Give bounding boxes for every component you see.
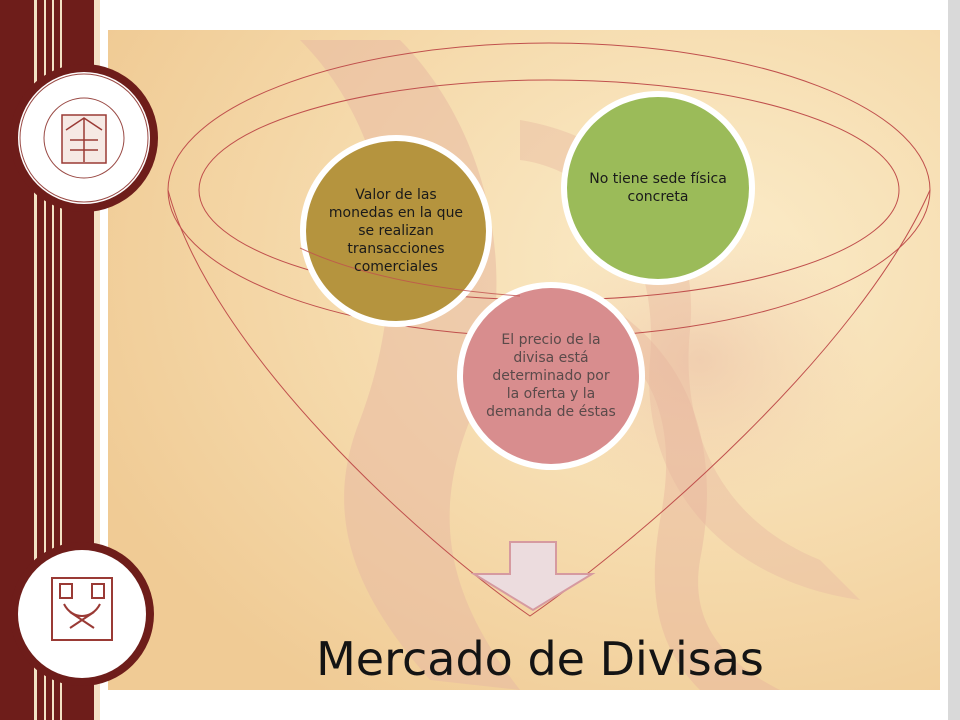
sidebar-stripe — [94, 0, 100, 720]
circle-price-text: El precio de la divisa está determinado … — [486, 332, 616, 420]
circle-value-text: Valor de las monedas en la que se realiz… — [328, 187, 464, 275]
sidebar-stripe — [34, 0, 37, 720]
sidebar-stripe — [60, 0, 62, 720]
icea-emblem-logo — [10, 542, 154, 686]
circle-location-text: No tiene sede física concreta — [589, 171, 727, 205]
circle-value — [306, 141, 486, 321]
sidebar-stripe — [44, 0, 46, 720]
right-edge-shadow — [948, 0, 960, 720]
circle-price — [463, 288, 639, 464]
circle-location — [567, 97, 749, 279]
sidebar-stripe — [52, 0, 54, 720]
slide-title: Mercado de Divisas — [316, 632, 764, 686]
down-arrow-icon — [470, 541, 596, 612]
funnel-outline — [167, 189, 931, 617]
university-seal-logo — [10, 64, 158, 212]
